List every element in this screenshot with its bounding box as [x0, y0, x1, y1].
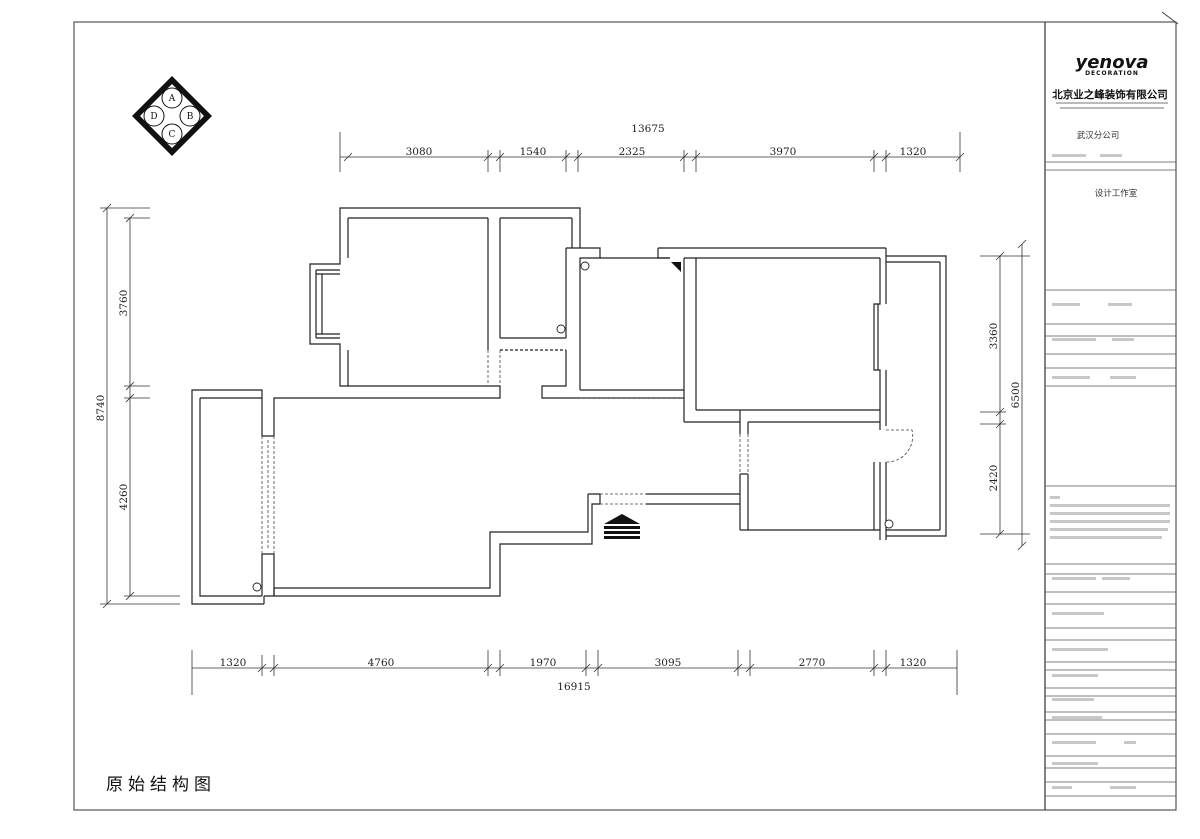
dim-left-total: 8740 [95, 395, 107, 422]
address-line-decoration [1060, 107, 1164, 109]
title-block: yenova DECORATION 北京业之峰装饰有限公司 武汉分公司 设计工作… [1045, 52, 1176, 797]
compass-label-b: B [187, 112, 194, 122]
dim-top-seg: 3080 [406, 146, 433, 158]
dim-top-total: 13675 [631, 123, 664, 135]
dim-bottom-seg: 2770 [799, 657, 826, 669]
compass-icon: A B C D [132, 76, 212, 156]
dim-right-seg: 3360 [988, 323, 1000, 350]
compass-label-d: D [150, 112, 157, 122]
flue-icon [671, 262, 681, 272]
dim-top-seg: 3970 [770, 146, 797, 158]
compass-label-a: A [168, 94, 176, 104]
compass-label-c: C [169, 130, 176, 140]
dim-right-total: 6500 [1010, 382, 1022, 409]
drawing-title: 原始结构图 [106, 775, 216, 795]
dim-bottom-seg: 4760 [368, 657, 395, 669]
pipe-icon [556, 324, 566, 334]
pipe-icon [580, 261, 590, 271]
entrance-arrow-icon [604, 514, 640, 539]
dim-bottom-seg: 3095 [655, 657, 682, 669]
branch-name: 武汉分公司 [1077, 130, 1120, 141]
dim-top-seg: 1540 [520, 146, 547, 158]
wall-outer [339, 207, 581, 218]
dim-bottom-seg: 1320 [220, 657, 247, 669]
pipe-icon [884, 519, 894, 529]
logo-subtext: DECORATION [1085, 70, 1139, 77]
dim-bottom-seg: 1970 [530, 657, 557, 669]
bottom-dimension-line [191, 650, 958, 695]
dim-right-seg: 2420 [988, 465, 1000, 492]
door-openings [261, 350, 749, 554]
pipe-icon [252, 582, 262, 592]
floor-plan [191, 207, 947, 605]
address-line-decoration [1056, 102, 1168, 104]
dim-left-seg: 3760 [118, 290, 130, 317]
door-swing-arc [885, 429, 914, 463]
dim-top-seg: 1320 [900, 146, 927, 158]
corner-mark [1161, 11, 1179, 25]
dim-top-seg: 2325 [619, 146, 646, 158]
dim-left-seg: 4260 [118, 484, 130, 511]
sheet-border [73, 21, 1177, 811]
right-dimension-line [980, 239, 1030, 551]
dim-bottom-total: 16915 [557, 681, 590, 693]
top-dimension-line [339, 132, 965, 172]
dim-bottom-seg: 1320 [900, 657, 927, 669]
company-name: 北京业之峰装饰有限公司 [1052, 88, 1168, 101]
design-studio: 设计工作室 [1095, 188, 1138, 199]
left-dimension-line [100, 203, 180, 609]
logo-text: yenova [1075, 52, 1148, 73]
